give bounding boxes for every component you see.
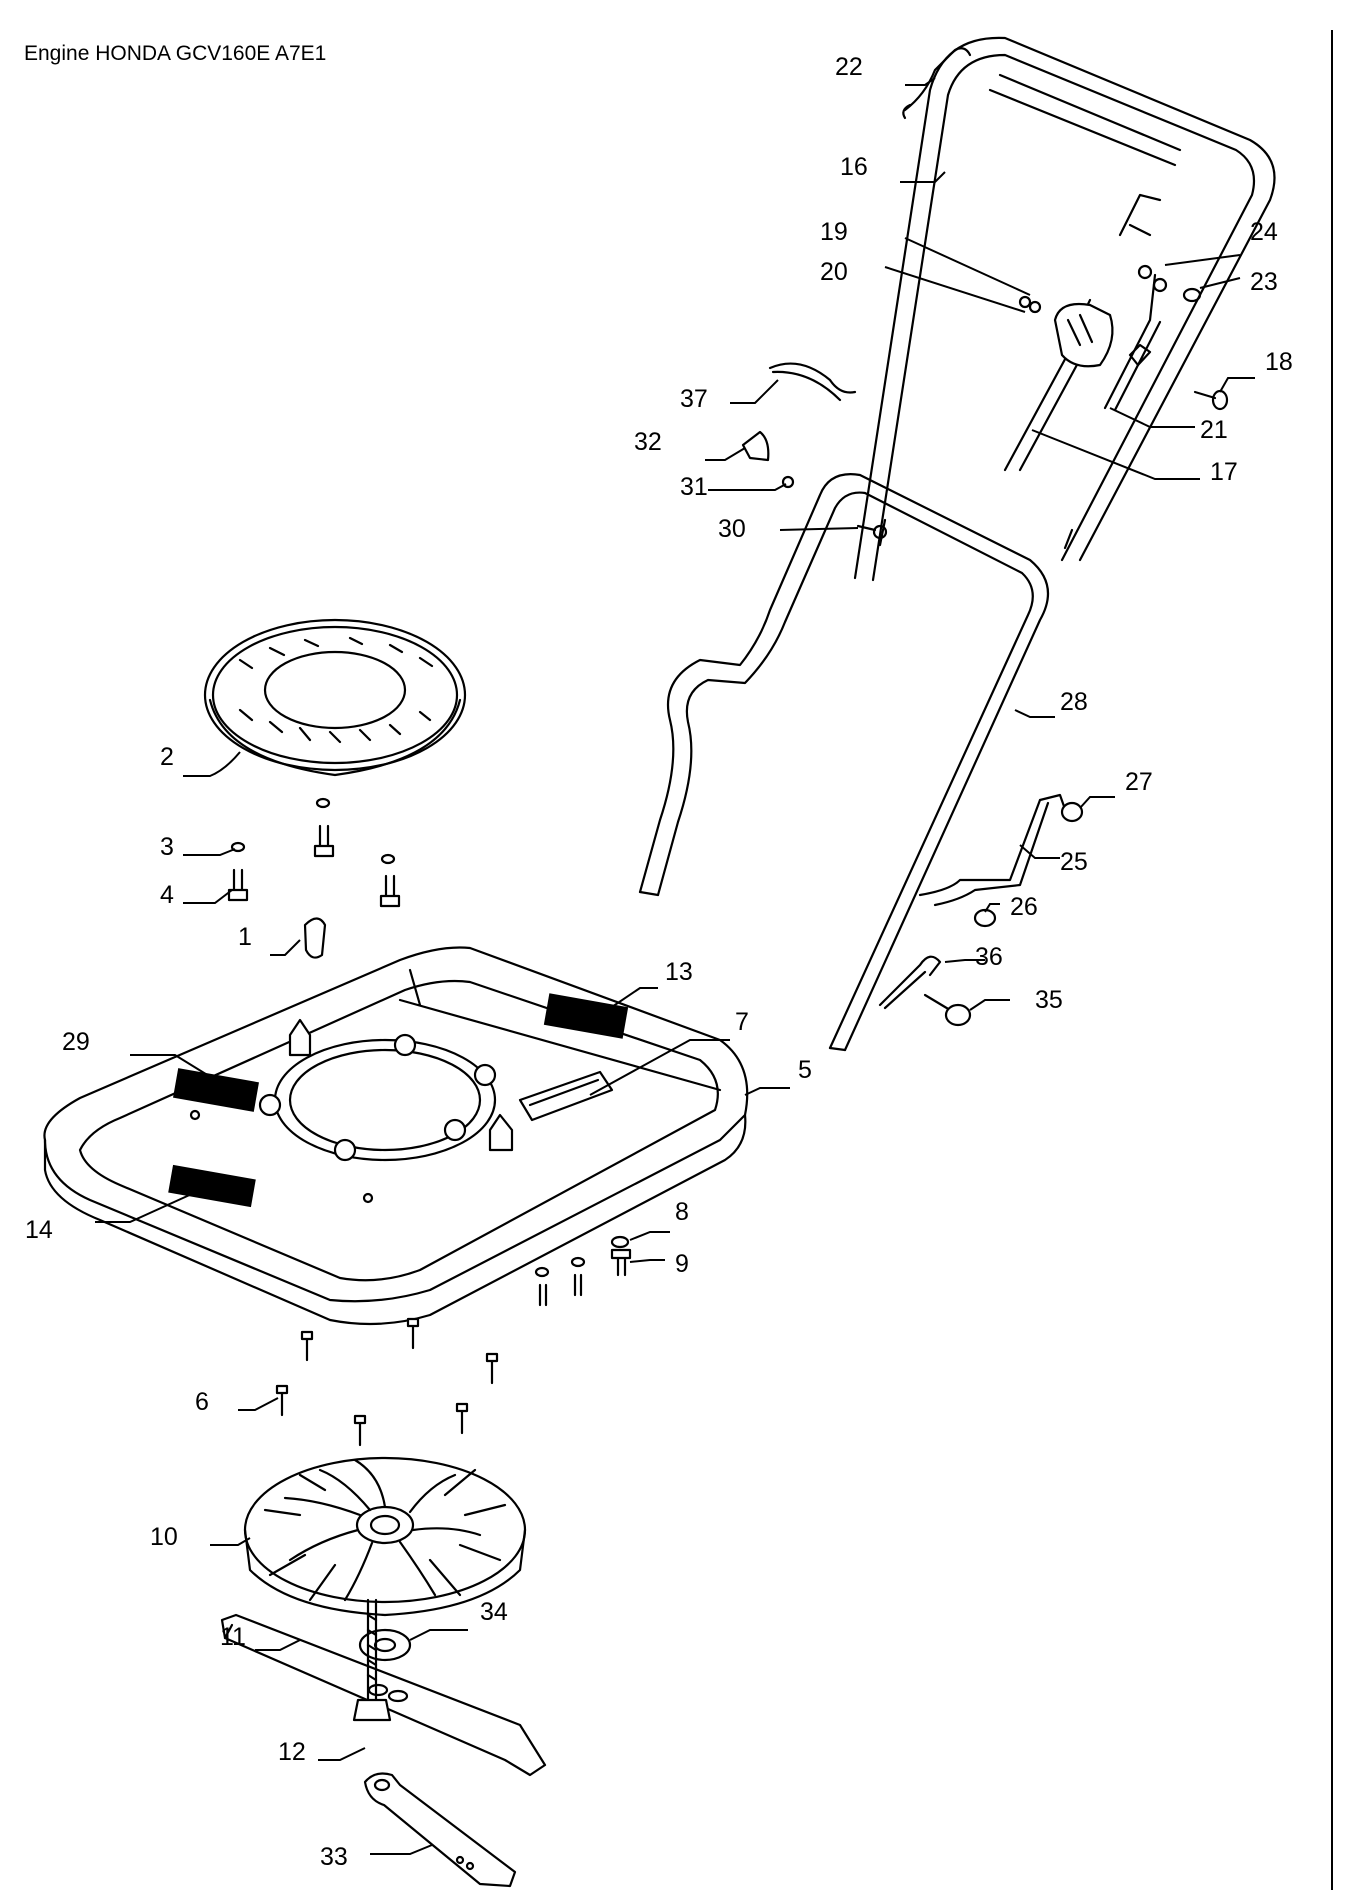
callout-9: 9 [675, 1250, 689, 1278]
callout-37: 37 [680, 385, 708, 413]
bolt-part-30 [856, 524, 888, 540]
callout-19: 19 [820, 218, 848, 246]
washer-part-3 [230, 797, 396, 865]
callout-labels: 1 2 3 4 5 6 7 8 9 10 11 12 13 14 16 17 1… [25, 53, 1293, 1871]
label-part-29 [173, 1068, 259, 1112]
upper-handle [853, 36, 1276, 582]
washer-part-31 [781, 475, 795, 489]
callout-31: 31 [680, 473, 708, 501]
callout-6: 6 [195, 1388, 209, 1416]
label-part-14 [168, 1164, 256, 1208]
callout-35: 35 [1035, 986, 1063, 1014]
engine-cover-part-2 [203, 618, 467, 777]
callout-3: 3 [160, 833, 174, 861]
blade-adapter-part-33 [363, 1772, 517, 1888]
callout-26: 26 [1010, 893, 1038, 921]
lever-part-22 [902, 47, 972, 120]
page-border-line [1331, 30, 1333, 1890]
callout-23: 23 [1250, 268, 1278, 296]
callout-1: 1 [238, 923, 252, 951]
pin-part-36 [878, 955, 942, 1010]
control-cable-part-17 [1003, 298, 1114, 472]
callout-33: 33 [320, 1843, 348, 1871]
callout-12: 12 [278, 1738, 306, 1766]
callout-21: 21 [1200, 416, 1228, 444]
callout-32: 32 [634, 428, 662, 456]
callout-2: 2 [160, 743, 174, 771]
callout-28: 28 [1060, 688, 1088, 716]
callout-25: 25 [1060, 848, 1088, 876]
fan-part-10 [243, 1456, 527, 1617]
deck-housing-part-5 [43, 946, 749, 1326]
callout-14: 14 [25, 1216, 53, 1244]
callout-24: 24 [1250, 218, 1278, 246]
callout-30: 30 [718, 515, 746, 543]
bolt-part-9 [538, 1248, 632, 1307]
bolt-part-18 [1193, 389, 1229, 411]
key-part-1 [303, 917, 327, 959]
callout-10: 10 [150, 1523, 178, 1551]
spacer-part-26 [973, 908, 997, 928]
callout-7: 7 [735, 1008, 749, 1036]
bolt-part-4 [227, 824, 401, 908]
leader-lines [95, 77, 1255, 1855]
small-fittings [1018, 264, 1202, 314]
callout-22: 22 [835, 53, 863, 81]
label-part-13 [543, 993, 629, 1039]
washer-part-8 [534, 1235, 630, 1278]
callout-29: 29 [62, 1028, 90, 1056]
lower-handle-part-28 [638, 473, 1050, 1052]
callout-16: 16 [840, 153, 868, 181]
callout-34: 34 [480, 1598, 508, 1626]
knob-part-27 [1060, 801, 1084, 823]
blade-part-11 [220, 1613, 547, 1777]
callout-17: 17 [1210, 458, 1238, 486]
callout-13: 13 [665, 958, 693, 986]
callout-20: 20 [820, 258, 848, 286]
callout-36: 36 [975, 943, 1003, 971]
callout-27: 27 [1125, 768, 1153, 796]
cable-part-21 [1103, 273, 1162, 412]
callout-4: 4 [160, 881, 174, 909]
bolt-part-35 [923, 993, 972, 1027]
clip-part-37 [768, 362, 857, 402]
callout-11: 11 [220, 1623, 246, 1651]
diagram-title: Engine HONDA GCV160E A7E1 [24, 42, 327, 65]
callout-5: 5 [798, 1056, 812, 1084]
callout-8: 8 [675, 1198, 689, 1226]
bolt-part-12 [352, 1598, 392, 1722]
height-lever-part-25 [918, 793, 1068, 907]
knob-part-32 [741, 430, 770, 462]
callout-18: 18 [1265, 348, 1293, 376]
screws-part-6 [275, 1317, 499, 1447]
